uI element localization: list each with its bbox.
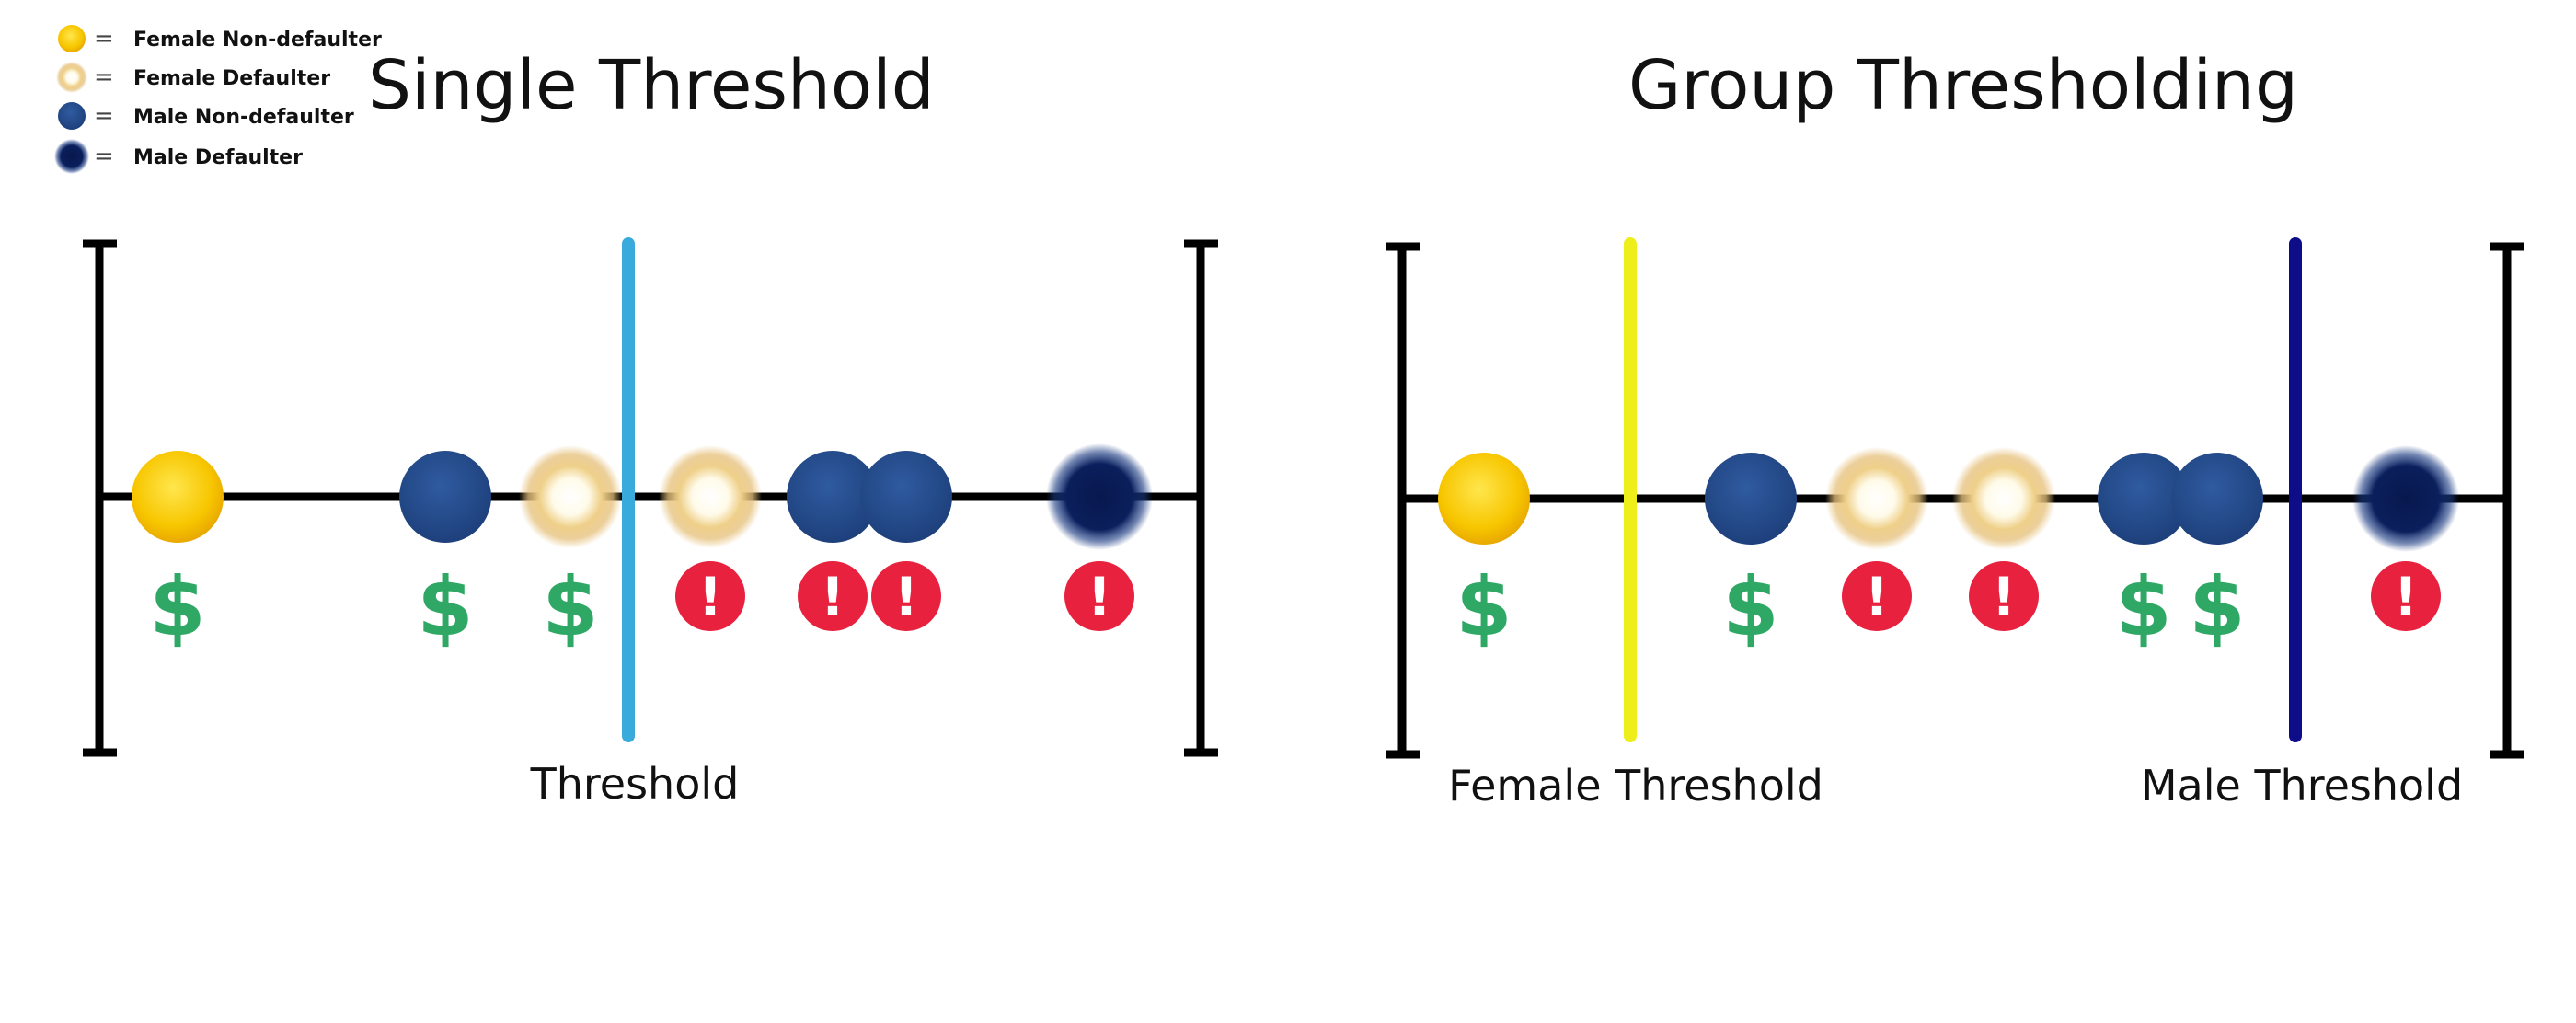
legend-label: Female Defaulter bbox=[133, 67, 330, 90]
denied-exclamation-glyph: ! bbox=[1865, 566, 1889, 628]
female-defaulter-marker bbox=[1825, 447, 1928, 550]
denied-exclamation-glyph: ! bbox=[1992, 566, 2016, 628]
female-non-defaulter-marker bbox=[1438, 453, 1530, 545]
legend-label: Male Non-defaulter bbox=[133, 106, 354, 129]
legend-male-non-defaulter-icon bbox=[58, 102, 86, 130]
male-non-defaulter-marker bbox=[1705, 453, 1797, 545]
denied-alert-icon bbox=[1969, 561, 2039, 631]
legend-equals: = bbox=[94, 143, 114, 170]
male-non-defaulter-marker bbox=[2098, 453, 2190, 545]
approved-dollar-icon: $ bbox=[1455, 559, 1512, 654]
legend-female-non-defaulter-icon bbox=[58, 25, 86, 52]
approved-dollar-icon: $ bbox=[542, 559, 598, 654]
approved-dollar-icon: $ bbox=[149, 559, 205, 654]
legend-label: Male Defaulter bbox=[133, 146, 303, 169]
female-defaulter-marker bbox=[1952, 447, 2055, 550]
female-defaulter-marker bbox=[519, 445, 622, 548]
denied-alert-icon bbox=[675, 561, 745, 631]
legend-item-female-non-defaulter: = Female Non-defaulter bbox=[58, 25, 382, 52]
approved-dollar-icon: $ bbox=[417, 559, 473, 654]
male-non-defaulter-marker bbox=[2171, 453, 2263, 545]
legend-equals: = bbox=[94, 63, 114, 91]
legend-label: Female Non-defaulter bbox=[133, 29, 382, 52]
male-defaulter-marker bbox=[2352, 445, 2459, 552]
legend-male-defaulter-icon bbox=[54, 139, 89, 174]
legend-equals: = bbox=[94, 102, 114, 130]
male-non-defaulter-marker bbox=[860, 451, 952, 543]
approved-dollar-icon: $ bbox=[2189, 559, 2245, 654]
female-threshold-label: Female Threshold bbox=[1448, 761, 1823, 810]
single-threshold-panel: $ $ $!!!! Threshold bbox=[83, 237, 1218, 809]
male-non-defaulter-marker bbox=[399, 451, 491, 543]
denied-exclamation-glyph: ! bbox=[2394, 566, 2418, 628]
male-defaulter-marker bbox=[1046, 443, 1153, 550]
male-non-defaulter-marker bbox=[787, 451, 879, 543]
legend-item-male-non-defaulter: = Male Non-defaulter bbox=[58, 102, 354, 130]
approved-dollar-icon: $ bbox=[2115, 559, 2171, 654]
denied-exclamation-glyph: ! bbox=[698, 566, 722, 628]
denied-exclamation-glyph: ! bbox=[821, 566, 845, 628]
group-thresholding-items: $$!!$$! bbox=[1438, 445, 2459, 654]
legend-equals: = bbox=[94, 25, 114, 52]
male-threshold-label: Male Threshold bbox=[2141, 761, 2463, 810]
group-thresholding-panel: $$!!$$! Female Threshold Male Threshold bbox=[1386, 237, 2524, 810]
denied-alert-icon bbox=[1842, 561, 1912, 631]
legend-item-female-defaulter: = Female Defaulter bbox=[56, 62, 330, 93]
female-defaulter-marker bbox=[659, 445, 762, 548]
single-threshold-items: $ $ $!!!! bbox=[132, 443, 1153, 654]
denied-alert-icon bbox=[798, 561, 868, 631]
single-threshold-title: Single Threshold bbox=[368, 46, 935, 125]
denied-alert-icon bbox=[1064, 561, 1134, 631]
group-thresholding-title: Group Thresholding bbox=[1628, 46, 2298, 125]
denied-alert-icon bbox=[871, 561, 941, 631]
approved-dollar-icon: $ bbox=[1722, 559, 1778, 654]
threshold-label: Threshold bbox=[530, 759, 740, 809]
denied-exclamation-glyph: ! bbox=[1087, 566, 1111, 628]
legend: = Female Non-defaulter = Female Defaulte… bbox=[54, 25, 382, 174]
denied-exclamation-glyph: ! bbox=[894, 566, 918, 628]
denied-alert-icon bbox=[2371, 561, 2441, 631]
legend-female-defaulter-icon bbox=[56, 62, 87, 93]
female-non-defaulter-marker bbox=[132, 451, 224, 543]
legend-item-male-defaulter: = Male Defaulter bbox=[54, 139, 303, 174]
